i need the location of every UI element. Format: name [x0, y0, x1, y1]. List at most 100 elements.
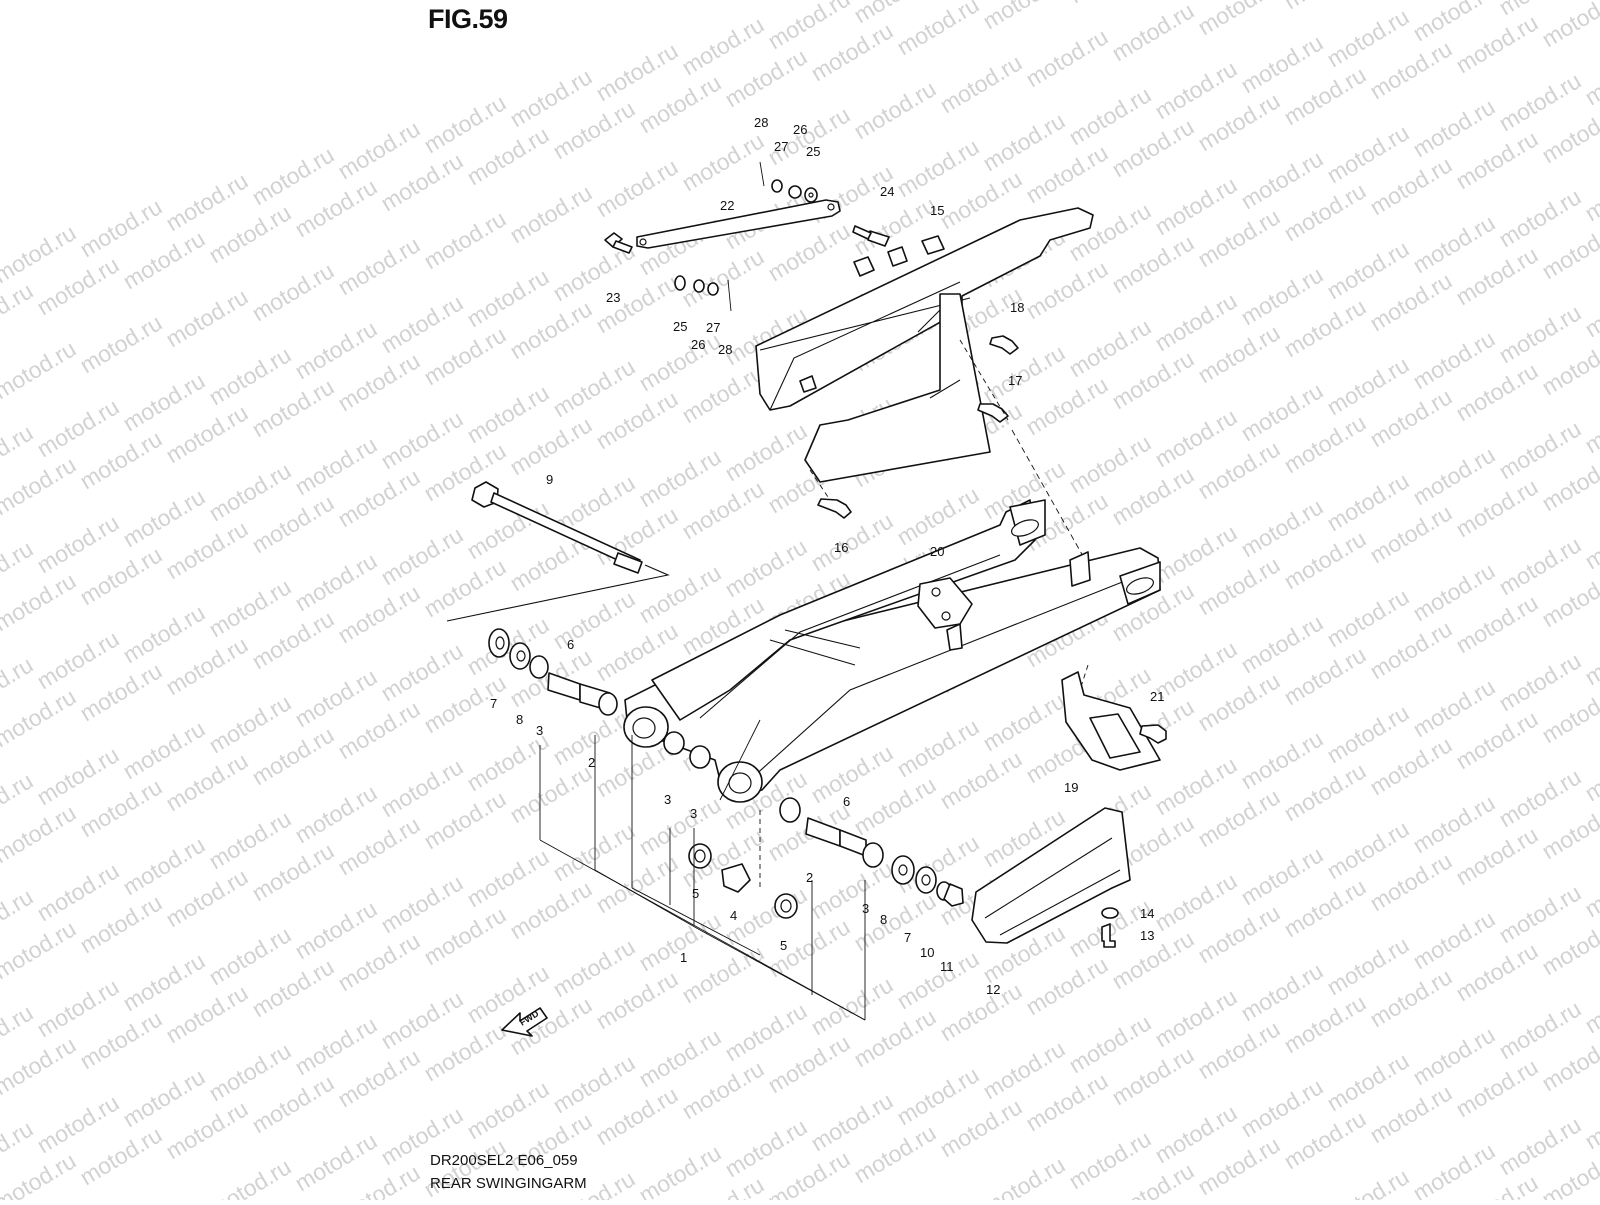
- callout-20: 20: [930, 544, 944, 559]
- watermark-text: motod.ru: [0, 277, 37, 346]
- watermark-text: motod.ru: [0, 567, 80, 636]
- callout-25: 25: [806, 144, 820, 159]
- callout-19: 19: [1064, 780, 1078, 795]
- watermark-text: motod.ru: [333, 231, 424, 300]
- watermark-text: motod.ru: [763, 101, 854, 170]
- callout-18: 18: [1010, 300, 1024, 315]
- callout-6: 6: [843, 794, 850, 809]
- watermark-text: motod.ru: [204, 1153, 295, 1200]
- callout-3: 3: [690, 806, 697, 821]
- callout-21: 21: [1150, 689, 1164, 704]
- part-19-chain-guide: [1061, 671, 1161, 771]
- watermark-text: motod.ru: [0, 683, 80, 752]
- part-16-bolt: [817, 498, 852, 519]
- watermark-text: motod.ru: [1580, 621, 1600, 690]
- watermark-text: motod.ru: [1064, 0, 1155, 8]
- callout-25: 25: [673, 319, 687, 334]
- watermark-text: motod.ru: [978, 1151, 1069, 1200]
- part-15-chain-case: [755, 207, 1094, 483]
- watermark-text: motod.ru: [505, 179, 596, 248]
- part-12-chain-slider: [971, 807, 1131, 944]
- right-pivot-components: [779, 797, 964, 907]
- callout-24: 24: [880, 184, 894, 199]
- part-3-bearing: [689, 745, 711, 769]
- watermark-text: motod.ru: [0, 335, 80, 404]
- callout-9: 9: [546, 472, 553, 487]
- callout-leader-lines: [539, 719, 866, 1021]
- part-22-hole: [827, 203, 835, 211]
- watermark-text: motod.ru: [1279, 0, 1370, 14]
- callout-6: 6: [567, 637, 574, 652]
- part-4-bearing: [721, 863, 751, 893]
- upper-fastener-set: [759, 161, 818, 203]
- callout-22: 22: [720, 198, 734, 213]
- callout-10: 10: [920, 945, 934, 960]
- callout-26: 26: [793, 122, 807, 137]
- part-18-bolt: [989, 335, 1019, 355]
- watermark-text: motod.ru: [0, 799, 80, 868]
- callout-13: 13: [1140, 928, 1154, 943]
- watermark-text: motod.ru: [1580, 389, 1600, 458]
- callout-7: 7: [904, 930, 911, 945]
- callout-3: 3: [862, 901, 869, 916]
- watermark-text: motod.ru: [1537, 0, 1600, 52]
- watermark-text: motod.ru: [634, 1139, 725, 1200]
- callout-1: 1: [680, 950, 687, 965]
- callout-11: 11: [940, 959, 954, 974]
- callout-8: 8: [516, 712, 523, 727]
- watermark-text: motod.ru: [591, 153, 682, 222]
- callout-26: 26: [691, 337, 705, 352]
- watermark-text: motod.ru: [75, 309, 166, 378]
- callout-5: 5: [780, 938, 787, 953]
- callout-27: 27: [774, 139, 788, 154]
- callout-4: 4: [730, 908, 737, 923]
- watermark-text: motod.ru: [161, 283, 252, 352]
- part-13-screw: [1101, 923, 1116, 948]
- watermark-text: motod.ru: [677, 127, 768, 196]
- callout-17: 17: [1008, 373, 1022, 388]
- part-14-washer: [1101, 907, 1119, 919]
- watermark-text: motod.ru: [0, 1147, 80, 1200]
- watermark-text: motod.ru: [1580, 969, 1600, 1038]
- callout-28: 28: [754, 115, 768, 130]
- watermark-text: motod.ru: [1408, 1137, 1499, 1200]
- part-20-hole: [941, 611, 951, 621]
- lower-fastener-set: [674, 275, 732, 312]
- watermark-text: motod.ru: [1580, 1085, 1600, 1154]
- watermark-text: motod.ru: [1107, 0, 1198, 66]
- part-9-pivot-shaft: [446, 481, 670, 622]
- watermark-text: motod.ru: [1021, 23, 1112, 92]
- watermark-text: motod.ru: [1322, 1163, 1413, 1200]
- callout-14: 14: [1140, 906, 1154, 921]
- part-3-bearing: [529, 655, 549, 679]
- part-23-bolt: [604, 232, 633, 254]
- callout-28: 28: [718, 342, 732, 357]
- part-24-bolt: [852, 225, 890, 247]
- part-11-nut: [943, 883, 964, 907]
- part-20-hole: [931, 587, 941, 597]
- watermark-text: motod.ru: [247, 257, 338, 326]
- watermark-text: motod.ru: [0, 1031, 80, 1100]
- callout-8: 8: [880, 912, 887, 927]
- callout-12: 12: [986, 982, 1000, 997]
- callout-23: 23: [606, 290, 620, 305]
- part-1-swingarm: [623, 499, 1161, 803]
- part-17-bolt: [977, 403, 1009, 423]
- watermark-text: motod.ru: [892, 0, 983, 60]
- callout-15: 15: [930, 203, 944, 218]
- callout-2: 2: [806, 870, 813, 885]
- watermark-text: motod.ru: [1580, 853, 1600, 922]
- watermark-text: motod.ru: [1580, 505, 1600, 574]
- left-pivot-components: [488, 628, 618, 716]
- callout-layer: 28 27 26 25 22 24 15 23 25 26 27 28 18 1…: [490, 115, 1164, 997]
- watermark-text: motod.ru: [1580, 273, 1600, 342]
- callout-16: 16: [834, 540, 848, 555]
- watermark-text: motod.ru: [935, 49, 1026, 118]
- callout-3: 3: [536, 723, 543, 738]
- watermark-text: motod.ru: [0, 451, 80, 520]
- watermark-text: motod.ru: [1580, 737, 1600, 806]
- part-3-bearing: [663, 731, 685, 755]
- watermark-text: motod.ru: [0, 915, 80, 984]
